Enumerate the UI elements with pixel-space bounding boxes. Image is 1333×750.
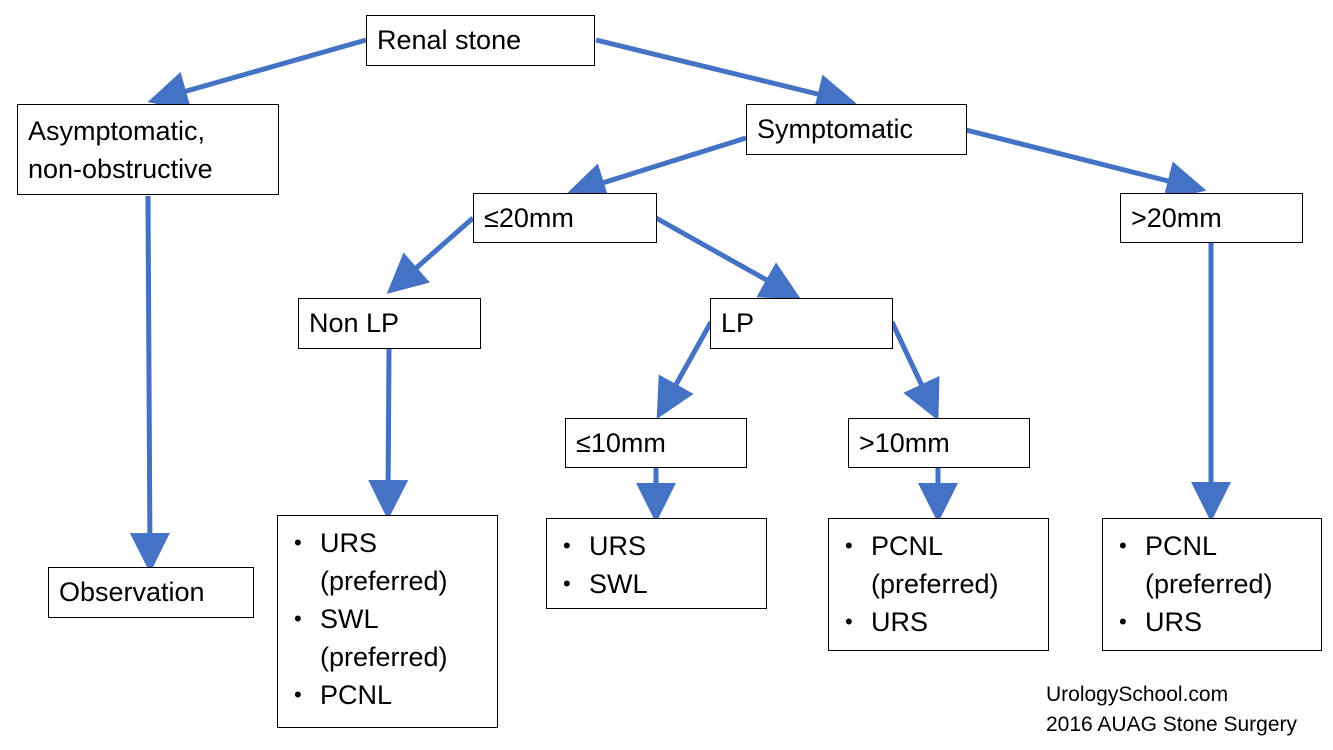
list-item: • URS (preferred): [288, 524, 487, 600]
option-main: SWL: [589, 569, 648, 599]
node-symptomatic: Symptomatic: [746, 104, 967, 155]
arrow-asymptomatic-to-observation: [129, 195, 170, 573]
options-gt20mm: • PCNL (preferred) • URS: [1102, 518, 1322, 651]
bullet-icon: •: [294, 606, 302, 631]
option-main: PCNL: [871, 531, 944, 561]
list-item: • SWL: [557, 565, 756, 603]
option-main: SWL: [320, 604, 379, 634]
option-sub: (preferred): [320, 642, 448, 672]
node-gt20mm: >20mm: [1120, 193, 1303, 243]
list-item: • PCNL (preferred): [1113, 527, 1311, 603]
node-renal-stone-label: Renal stone: [377, 25, 522, 55]
arrow-le20-to-nonlp: [386, 216, 475, 294]
node-asymptomatic: Asymptomatic, non-obstructive: [17, 104, 279, 195]
arrow-root-to-asymptomatic: [147, 37, 367, 111]
bullet-icon: •: [563, 571, 571, 596]
list-item: • PCNL (preferred): [839, 527, 1038, 603]
node-le10mm-label: ≤10mm: [576, 428, 666, 458]
option-main: URS: [1145, 607, 1203, 637]
node-observation-label: Observation: [59, 577, 205, 607]
node-lp: LP: [710, 298, 893, 349]
node-asymptomatic-line1: Asymptomatic,: [28, 116, 206, 146]
bullet-icon: •: [563, 533, 571, 558]
list-item: • PCNL: [288, 676, 487, 714]
node-observation: Observation: [48, 567, 254, 618]
bullet-icon: •: [294, 682, 302, 707]
credit-line-1: UrologySchool.com: [1046, 683, 1229, 706]
option-main: URS: [589, 531, 647, 561]
bullet-icon: •: [845, 533, 853, 558]
option-main: PCNL: [320, 680, 393, 710]
option-main: URS: [871, 607, 929, 637]
node-le20mm-label: ≤20mm: [484, 203, 574, 233]
bullet-icon: •: [294, 530, 302, 555]
list-item: • SWL (preferred): [288, 600, 487, 676]
source-credit: UrologySchool.com 2016 AUAG Stone Surger…: [1046, 680, 1297, 740]
list-item: • URS: [557, 527, 756, 565]
node-le10mm: ≤10mm: [565, 418, 747, 468]
arrow-le20-to-lp: [654, 215, 802, 300]
options-gt20mm-list: • PCNL (preferred) • URS: [1113, 527, 1311, 641]
node-gt20mm-label: >20mm: [1131, 203, 1222, 233]
arrow-root-to-symptomatic: [595, 37, 857, 114]
arrow-nonlp-to-options: [368, 347, 409, 520]
node-gt10mm-label: >10mm: [859, 428, 950, 458]
credit-line-2: 2016 AUAG Stone Surgery: [1046, 713, 1297, 736]
option-main: PCNL: [1145, 531, 1218, 561]
options-le10mm: • URS • SWL: [546, 518, 767, 609]
option-main: URS: [320, 528, 378, 558]
bullet-icon: •: [845, 609, 853, 634]
list-item: • URS: [1113, 603, 1311, 641]
list-item: • URS: [839, 603, 1038, 641]
options-non-lp-list: • URS (preferred) • SWL (preferred) • PC…: [288, 524, 487, 714]
node-asymptomatic-line2: non-obstructive: [28, 154, 213, 184]
options-le10mm-list: • URS • SWL: [557, 527, 756, 603]
arrow-lp-to-le10: [656, 320, 714, 420]
arrow-lp-to-gt10: [889, 320, 940, 421]
option-sub: (preferred): [320, 566, 448, 596]
option-sub: (preferred): [871, 569, 999, 599]
node-gt10mm: >10mm: [848, 418, 1030, 468]
node-le20mm: ≤20mm: [473, 193, 657, 243]
options-gt10mm-list: • PCNL (preferred) • URS: [839, 527, 1038, 641]
bullet-icon: •: [1119, 609, 1127, 634]
node-lp-label: LP: [721, 308, 755, 338]
options-non-lp: • URS (preferred) • SWL (preferred) • PC…: [277, 515, 498, 728]
node-non-lp-label: Non LP: [309, 308, 400, 338]
node-renal-stone: Renal stone: [366, 15, 595, 66]
bullet-icon: •: [1119, 533, 1127, 558]
options-gt10mm: • PCNL (preferred) • URS: [828, 518, 1049, 651]
node-non-lp: Non LP: [298, 298, 481, 349]
arrow-symptomatic-to-le20: [565, 135, 747, 202]
option-sub: (preferred): [1145, 569, 1273, 599]
arrow-symptomatic-to-gt20: [965, 127, 1207, 201]
node-symptomatic-label: Symptomatic: [757, 114, 914, 144]
